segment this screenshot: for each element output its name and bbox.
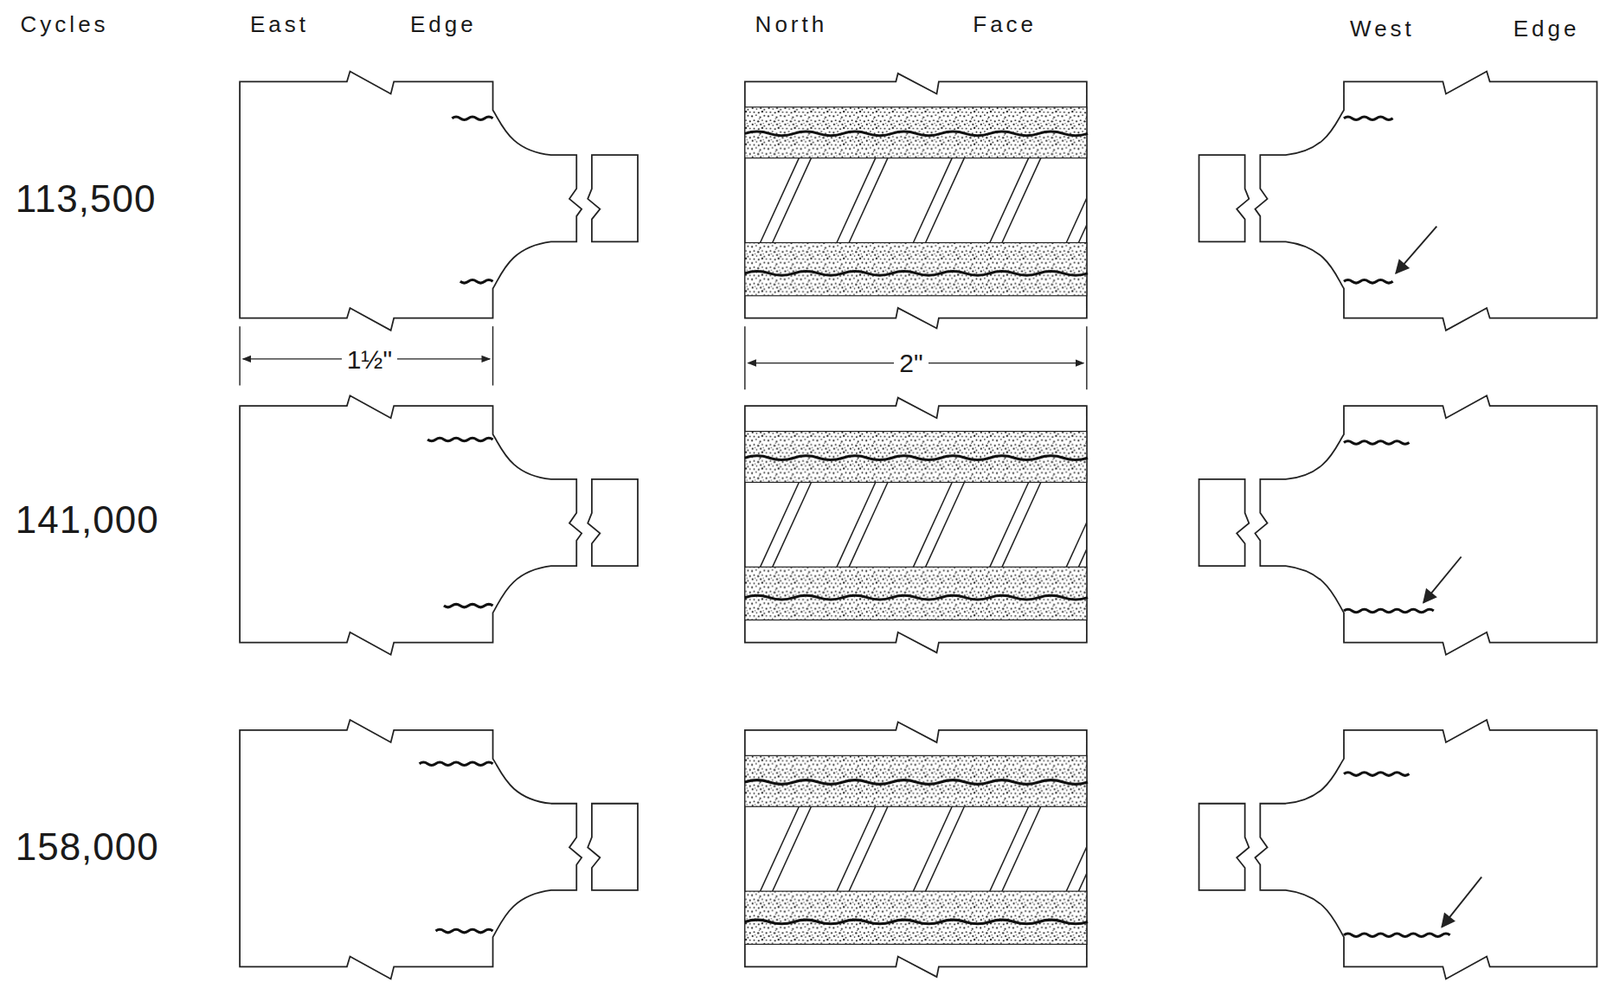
crack-pointer [1441,877,1482,928]
east-edge-view [239,719,638,979]
west-edge-view [1199,719,1598,979]
dimension-label: 1½" [341,345,398,374]
fatigue-cracks [427,437,1434,613]
row-158000 [239,719,1597,979]
column-heading: East Edge [250,12,477,38]
column-heading: West Edge [1349,16,1580,42]
dimension-lines [239,326,1087,390]
north-face-view [745,398,1118,654]
west-edge-view [1199,395,1598,655]
dimension-label: 2" [893,348,928,378]
cycle-count: 158,000 [15,826,160,868]
column-heading: North Face [755,12,1037,38]
north-face-view [745,721,1118,977]
north-face-view [745,73,1118,329]
crack-pointer [1395,226,1437,274]
east-edge-view [239,71,638,331]
row-141000 [239,395,1597,655]
column-heading: Cycles [20,12,110,38]
fatigue-cracks [451,116,1393,283]
fatigue-cracks [419,762,1451,938]
row-113500 [239,71,1597,331]
east-edge-view [239,395,638,655]
cycle-count: 141,000 [15,499,160,541]
west-edge-view [1199,71,1598,331]
cycle-count: 113,500 [15,178,157,220]
crack-pointer [1423,557,1462,604]
